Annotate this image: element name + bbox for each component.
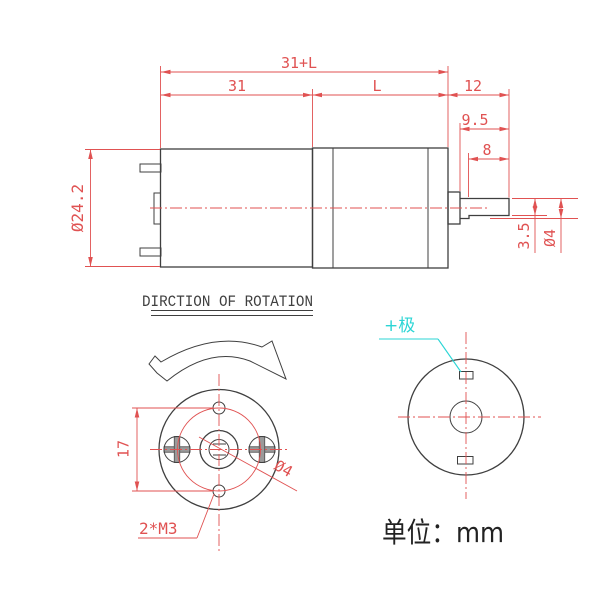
dim-flat-height-label: 3.5 [515,222,533,249]
rotation-direction: DIRCTION OF ROTATION [142,293,313,382]
dim-motor-length-label: L [372,77,381,95]
back-view [398,332,541,499]
rear-boss [153,192,161,225]
dim-total-length-label: 31+L [281,54,317,72]
rotation-arrow [148,340,287,382]
terminal-tab-top [139,163,162,173]
dim-shaft-assembly-label: 12 [464,77,482,95]
shaft-diameter-leader [198,436,298,492]
dim-shaft-protrusion-label: 9.5 [461,111,488,129]
rotation-title: DIRCTION OF ROTATION [142,293,313,311]
dim-flat-length-label: 8 [482,141,491,159]
m3-leader [196,493,215,539]
polarity-callout: +极 [379,316,462,373]
polarity-label: +极 [384,316,415,336]
dim-shaft-diameter-label: Ø4 [541,229,559,247]
terminal-tab-bottom [139,247,162,257]
m3-label: 2*M3 [139,519,178,538]
terminal-bottom [457,456,474,465]
dim-hole-spacing-label: 17 [115,440,133,458]
unit-note: 单位：mm [382,516,504,549]
dim-gearbox-length-label: 31 [228,77,246,95]
output-shaft-outline [460,197,510,220]
polarity-leader-diagonal [437,338,462,373]
side-view-dimensions: 31+L 31 L 12 9.5 8 Ø24.2 3.5 Ø4 [68,54,578,267]
dim-body-diameter-label: Ø24.2 [68,184,87,232]
